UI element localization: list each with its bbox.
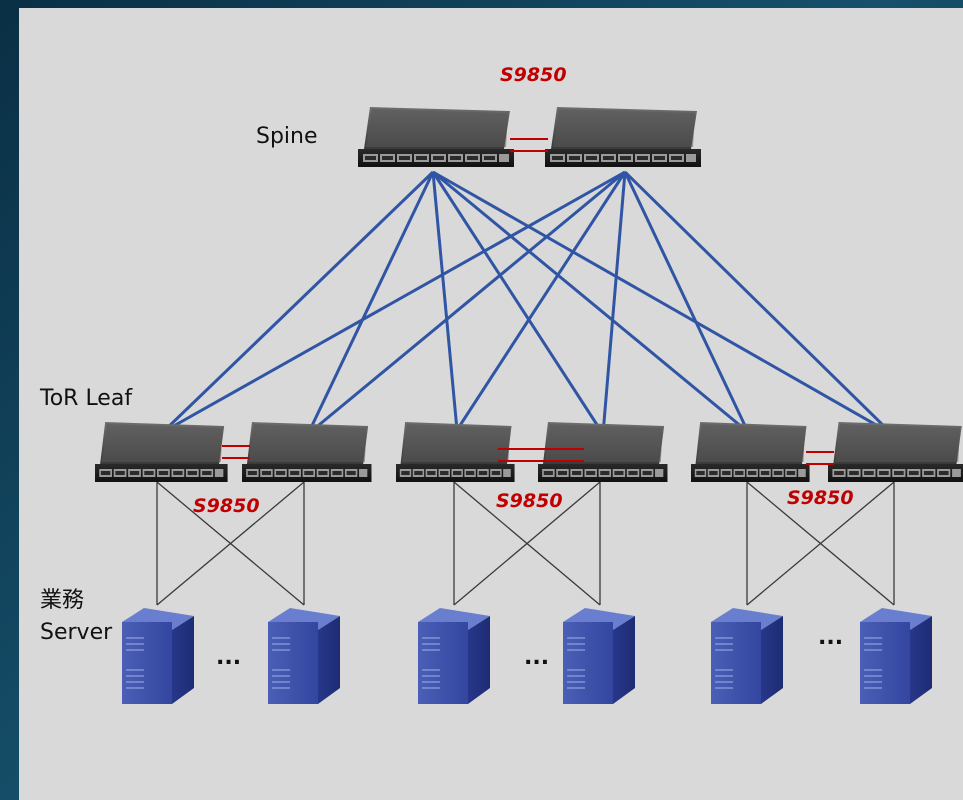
leaf-switch-3: [396, 422, 515, 482]
leaf-group-2-model-label: S9850: [496, 490, 563, 512]
spine-switch-1: [358, 107, 514, 167]
leaf-switch-5: [691, 422, 810, 482]
leaf-group-1-model-label: S9850: [193, 495, 260, 517]
spine-model-label: S9850: [500, 64, 567, 86]
leaf-switch-1: [95, 422, 228, 482]
spine-label: Spine: [256, 124, 318, 149]
server-ellipsis-1: ...: [216, 645, 242, 670]
server-label-line1: 業務: [40, 588, 85, 613]
server-1: [121, 607, 195, 705]
server-ellipsis-3: ...: [818, 625, 844, 650]
server-ellipsis-2: ...: [524, 645, 550, 670]
server-2: [267, 607, 341, 705]
leaf-switch-6: [828, 422, 963, 482]
server-6: [859, 607, 933, 705]
server-5: [710, 607, 784, 705]
server-4: [562, 607, 636, 705]
spine-switch-2: [545, 107, 701, 167]
leaf-switch-2: [242, 422, 372, 482]
server-label-line2: Server: [40, 620, 113, 645]
server-3: [417, 607, 491, 705]
spine-peer-link: [510, 138, 548, 152]
leaf-peer-links: [222, 445, 834, 465]
server-links: [156, 481, 895, 606]
tor-leaf-label: ToR Leaf: [40, 386, 133, 411]
spine-uplinks: [161, 170, 894, 436]
leaf-switch-4: [538, 422, 668, 482]
leaf-group-3-model-label: S9850: [787, 487, 854, 509]
